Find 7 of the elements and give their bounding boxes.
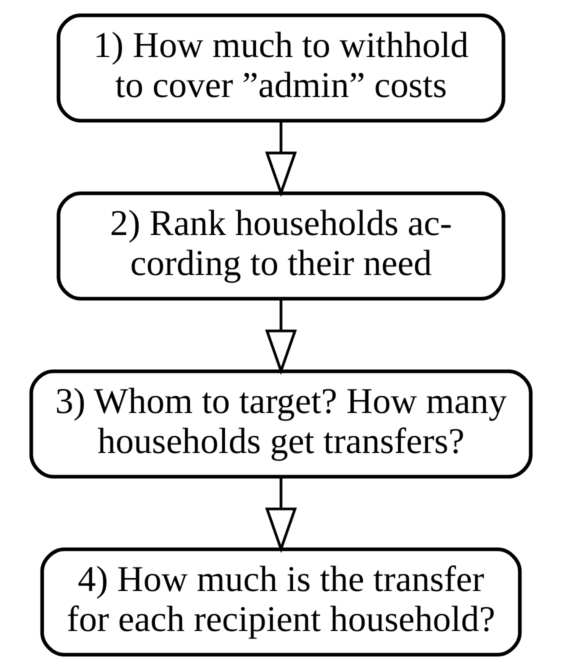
node-box: 4) How much is the transfer for each recipient household? bbox=[40, 548, 522, 656]
node-box: 2) Rank households ac- cording to their need bbox=[56, 192, 506, 300]
arrow bbox=[265, 120, 297, 198]
arrow bbox=[265, 298, 297, 376]
node-box: 1) How much to withhold to cover ”admin” costs bbox=[56, 14, 506, 122]
arrow bbox=[265, 476, 297, 554]
node-box: 3) Whom to target? How many households get transfers? bbox=[29, 370, 533, 478]
